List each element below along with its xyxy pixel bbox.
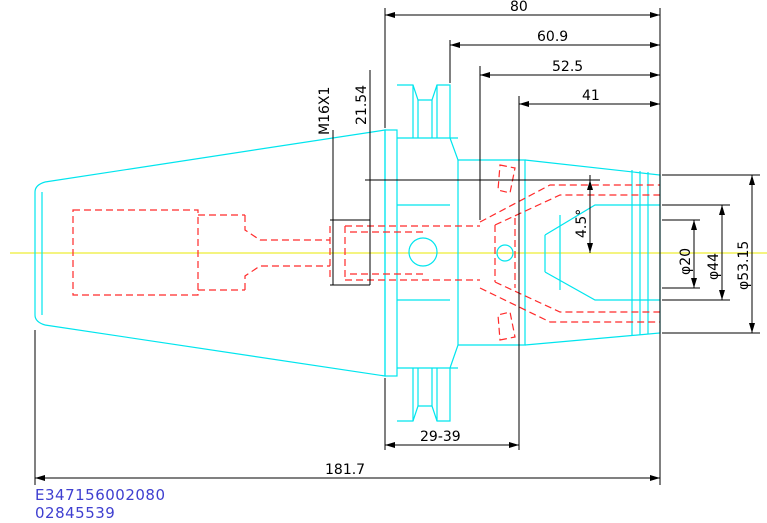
- dim-text-29-39: 29-39: [420, 429, 461, 445]
- dim-text-80: 80: [510, 0, 528, 15]
- dimension-lines: [34, 8, 760, 485]
- dim-text-dia-44: φ44: [706, 253, 722, 280]
- dim-text-41: 41: [582, 88, 600, 104]
- part-code-primary: E347156002080: [35, 486, 166, 504]
- dim-text-dia-20: φ20: [678, 248, 694, 275]
- dim-text-m16: M16X1: [317, 87, 333, 135]
- arrow-heads: [35, 12, 755, 481]
- dim-text-181-7: 181.7: [325, 462, 365, 478]
- hidden-lines: [72, 164, 660, 341]
- dim-text-dia-53-15: φ53.15: [736, 241, 752, 290]
- dim-text-21-54: 21.54: [354, 85, 370, 125]
- dim-text-60-9: 60.9: [537, 29, 568, 45]
- part-code-secondary: 02845539: [35, 504, 116, 522]
- dim-text-4-5: 4.5°: [574, 209, 590, 238]
- dim-text-52-5: 52.5: [552, 59, 583, 75]
